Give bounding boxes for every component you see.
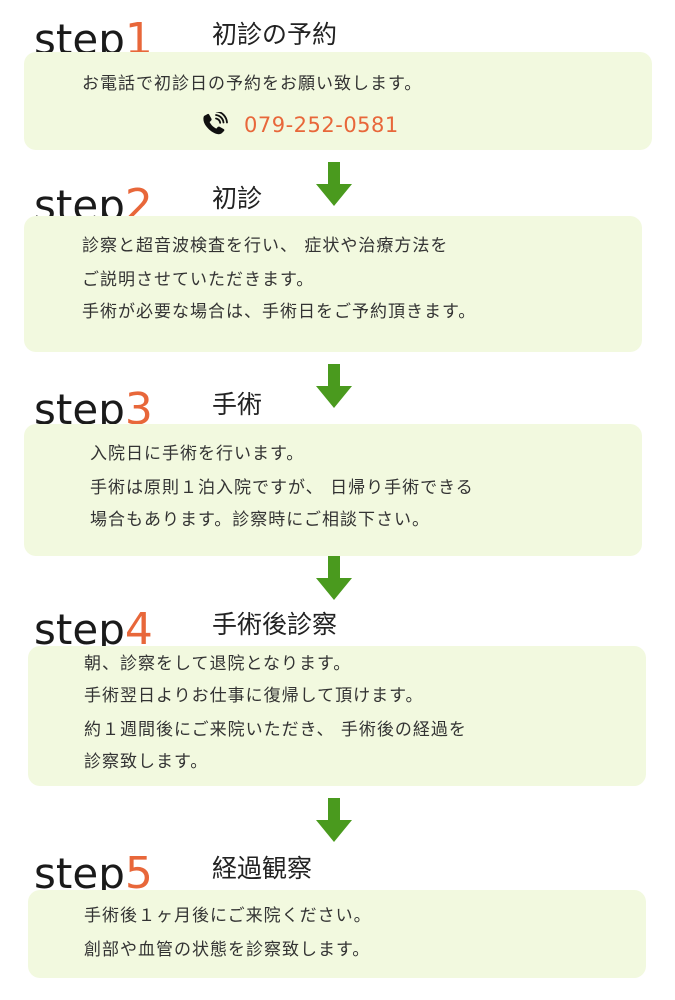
step-1-line-1: お電話で初診日の予約をお願い致します。: [82, 74, 423, 94]
phone-number[interactable]: 079-252-0581: [244, 112, 399, 137]
step-4-line-3: 約１週間後にご来院いただき、 手術後の経過を: [84, 720, 467, 740]
step-3-label: step3: [34, 384, 153, 435]
step-3-line-1: 入院日に手術を行います。: [90, 444, 305, 464]
step-4-line-2: 手術翌日よりお仕事に復帰して頂けます。: [84, 686, 424, 706]
step-4-number: 4: [124, 604, 153, 655]
step-5-number: 5: [124, 848, 153, 899]
arrow-down-icon: [316, 364, 352, 408]
step-5-line-1: 手術後１ヶ月後にご来院ください。: [84, 906, 372, 926]
phone-row[interactable]: 079-252-0581: [200, 112, 399, 138]
step-4-line-4: 診察致します。: [84, 752, 209, 772]
step-1-title: 初診の予約: [212, 20, 338, 49]
step-2-box: 診察と超音波検査を行い、 症状や治療方法を ご説明させていただきます。 手術が必…: [24, 216, 642, 352]
step-4-box: 朝、診察をして退院となります。 手術翌日よりお仕事に復帰して頂けます。 約１週間…: [28, 646, 646, 786]
step-5-label: step5: [34, 848, 153, 899]
step-2-title: 初診: [212, 184, 263, 213]
step-5-title: 経過観察: [212, 854, 313, 883]
step-4-line-1: 朝、診察をして退院となります。: [84, 654, 352, 674]
step-3-title: 手術: [212, 390, 263, 419]
step-5-box: 手術後１ヶ月後にご来院ください。 創部や血管の状態を診察致します。: [28, 890, 646, 978]
step-3-box: 入院日に手術を行います。 手術は原則１泊入院ですが、 日帰り手術できる 場合もあ…: [24, 424, 642, 556]
arrow-down-icon: [316, 798, 352, 842]
arrow-down-icon: [316, 556, 352, 600]
step-4-label: step4: [34, 604, 153, 655]
step-3-line-2: 手術は原則１泊入院ですが、 日帰り手術できる: [90, 478, 474, 498]
step-2-line-3: 手術が必要な場合は、手術日をご予約頂きます。: [82, 302, 477, 322]
arrow-down-icon: [316, 162, 352, 206]
step-2-line-2: ご説明させていただきます。: [82, 270, 315, 290]
step-3-line-3: 場合もあります。診察時にご相談下さい。: [90, 510, 430, 530]
step-4-title: 手術後診察: [212, 610, 338, 639]
phone-icon: [203, 112, 228, 135]
step-1-box: お電話で初診日の予約をお願い致します。 079-252-0581: [24, 52, 652, 150]
step-5-line-2: 創部や血管の状態を診察致します。: [84, 940, 371, 960]
step-2-line-1: 診察と超音波検査を行い、 症状や治療方法を: [82, 236, 449, 256]
